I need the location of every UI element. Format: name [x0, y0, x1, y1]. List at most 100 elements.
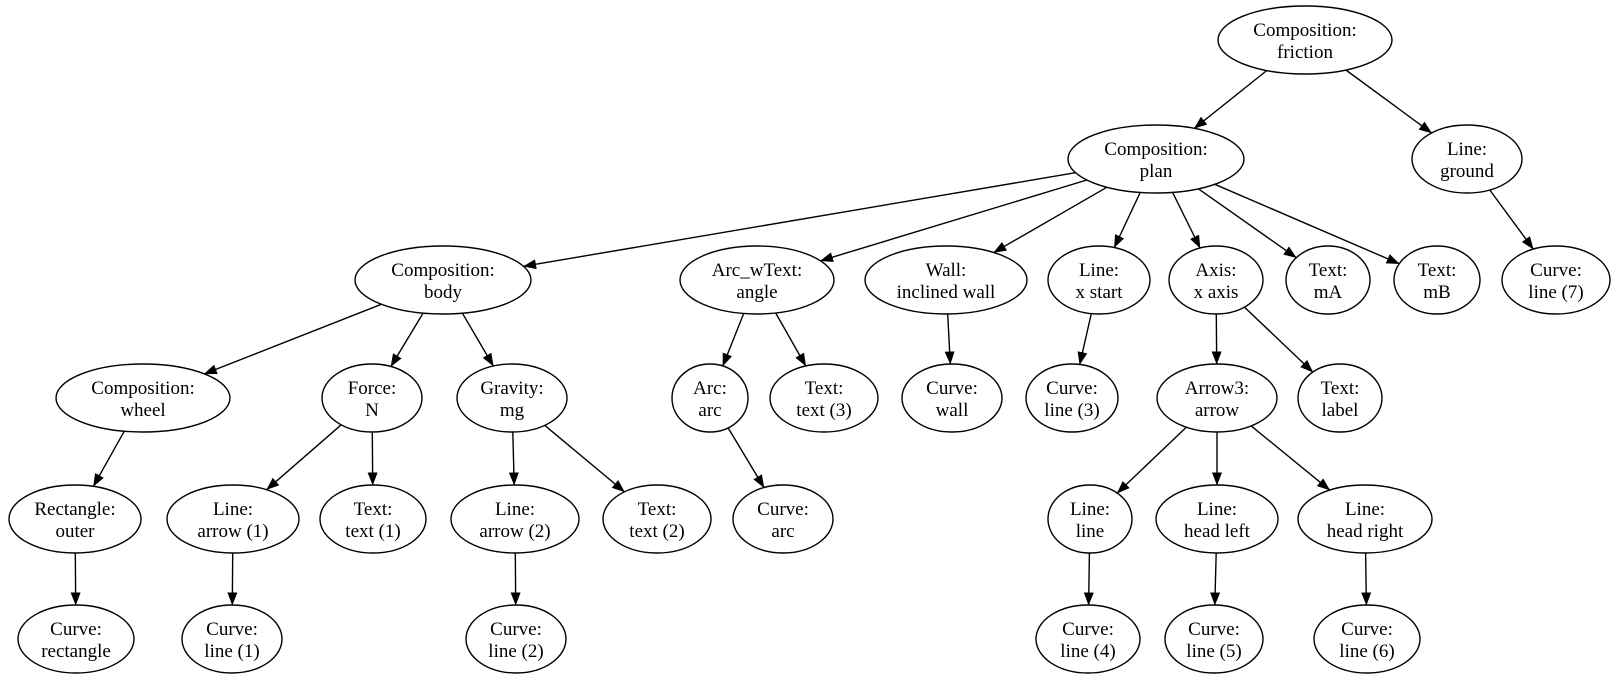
node-label-headR-line1: Line:	[1345, 499, 1385, 520]
node-arrow2: Line:arrow (2)	[450, 484, 580, 554]
node-wallc: Curve:wall	[901, 363, 1003, 433]
node-label-wall-line2: inclined wall	[897, 282, 996, 303]
edge-gravity-arrow2	[508, 431, 519, 486]
edge-arrow3-lineN	[1116, 426, 1187, 494]
node-label-wallc-line1: Curve:	[926, 378, 978, 399]
node-ellipse-text1	[319, 484, 427, 554]
edge-plan-xstart	[1113, 192, 1141, 249]
node-label-ground-line2: ground	[1440, 161, 1494, 182]
node-line3: Curve:line (3)	[1025, 363, 1119, 433]
edge-headL-line5	[1210, 552, 1221, 606]
node-label-label-line1: Text:	[1321, 378, 1360, 399]
node-label-friction-line2: friction	[1277, 42, 1333, 63]
node-label-line6-line2: line (6)	[1339, 641, 1394, 662]
node-ellipse-line2	[465, 604, 567, 674]
edge-body-gravity	[461, 312, 494, 367]
node-label-line5-line1: Curve:	[1188, 619, 1240, 640]
node-arc: Arc:arc	[671, 363, 749, 433]
node-line6: Curve:line (6)	[1313, 604, 1421, 674]
node-ellipse-ground	[1411, 124, 1523, 194]
node-text3: Text:text (3)	[769, 363, 879, 433]
node-label-plan-line2: plan	[1140, 161, 1173, 182]
node-xstart: Line:x start	[1047, 245, 1151, 315]
node-ellipse-line1	[181, 604, 283, 674]
edge-arrow3-headR	[1250, 425, 1331, 491]
node-label-text3-line2: text (3)	[796, 400, 851, 421]
node-line7: Curve:line (7)	[1501, 245, 1611, 315]
node-body: Composition:body	[354, 245, 532, 315]
edge-plan-body	[523, 172, 1076, 270]
node-ellipse-wheel	[55, 363, 231, 433]
node-label-text2-line2: text (2)	[629, 521, 684, 542]
node-forceN: Force:N	[321, 363, 423, 433]
edge-friction-plan	[1193, 69, 1268, 129]
node-label-xstart-line2: x start	[1076, 282, 1124, 303]
node-label-line7-line2: line (7)	[1528, 282, 1583, 303]
node-label-line5-line2: line (5)	[1186, 641, 1241, 662]
node-label-line3-line2: line (3)	[1044, 400, 1099, 421]
node-label-lineN-line2: line	[1076, 521, 1105, 542]
node-label-line2-line2: line (2)	[488, 641, 543, 662]
node-ellipse-friction	[1217, 5, 1393, 75]
node-label-angle-line2: angle	[736, 282, 777, 303]
node-ground: Line:ground	[1411, 124, 1523, 194]
node-label-arcc-line1: Curve:	[757, 499, 809, 520]
node-label-arrow2-line1: Line:	[495, 499, 535, 520]
node-label-headL-line1: Line:	[1197, 499, 1237, 520]
node-ellipse-lineN	[1047, 484, 1133, 554]
node-rect: Curve:rectangle	[17, 604, 135, 674]
node-ellipse-gravity	[456, 363, 568, 433]
node-ellipse-mB	[1393, 245, 1481, 315]
node-label-lineN-line1: Line:	[1070, 499, 1110, 520]
node-text2: Text:text (2)	[602, 484, 712, 554]
node-ellipse-line7	[1501, 245, 1611, 315]
node-label-outer-line1: Rectangle:	[34, 499, 115, 520]
node-label-headR-line2: head right	[1327, 521, 1404, 542]
node-text1: Text:text (1)	[319, 484, 427, 554]
node-angle: Arc_wText:angle	[679, 245, 835, 315]
edge-angle-text3	[775, 312, 807, 367]
edge-headR-line6	[1361, 552, 1372, 606]
node-ellipse-angle	[679, 245, 835, 315]
node-label-wheel-line1: Composition:	[91, 378, 194, 399]
node-label-gravity-line1: Gravity:	[480, 378, 543, 399]
node-label-line4-line2: line (4)	[1060, 641, 1115, 662]
node-label-rect-line2: rectangle	[41, 641, 111, 662]
node-label-body-line1: Composition:	[391, 260, 494, 281]
node-label-forceN-line2: N	[365, 400, 379, 421]
node-label-line2-line1: Curve:	[490, 619, 542, 640]
node-label-text3-line1: Text:	[805, 378, 844, 399]
node-ellipse-body	[354, 245, 532, 315]
node-ellipse-text3	[769, 363, 879, 433]
node-ellipse-forceN	[321, 363, 423, 433]
node-label-arrow2-line2: arrow (2)	[479, 521, 550, 542]
node-label: Text:label	[1297, 363, 1383, 433]
node-label-wallc-line2: wall	[936, 400, 969, 421]
node-label-friction-line1: Composition:	[1253, 20, 1356, 41]
edge-wall-wallc	[944, 313, 955, 365]
node-label-forceN-line1: Force:	[348, 378, 397, 399]
node-outer: Rectangle:outer	[8, 484, 142, 554]
node-label-label-line2: label	[1322, 400, 1359, 421]
node-headR: Line:head right	[1297, 484, 1433, 554]
node-label-xaxis-line2: x axis	[1194, 282, 1239, 303]
node-ellipse-arcc	[732, 484, 834, 554]
edge-xstart-line3	[1077, 313, 1092, 365]
node-wall: Wall:inclined wall	[864, 245, 1028, 315]
node-ellipse-mA	[1285, 245, 1371, 315]
edge-friction-ground	[1345, 69, 1433, 134]
node-label-mB-line2: mB	[1423, 282, 1450, 303]
node-ellipse-line3	[1025, 363, 1119, 433]
node-label-mA-line1: Text:	[1309, 260, 1348, 281]
edge-arc-arcc	[727, 427, 765, 488]
node-ellipse-xstart	[1047, 245, 1151, 315]
edge-plan-angle	[820, 179, 1088, 262]
node-label-angle-line1: Arc_wText:	[712, 260, 802, 281]
node-ellipse-text2	[602, 484, 712, 554]
node-label-text1-line1: Text:	[354, 499, 393, 520]
node-gravity: Gravity:mg	[456, 363, 568, 433]
node-line5: Curve:line (5)	[1164, 604, 1264, 674]
node-line4: Curve:line (4)	[1035, 604, 1141, 674]
node-xaxis: Axis:x axis	[1168, 245, 1264, 315]
node-label-wheel-line2: wheel	[120, 400, 165, 421]
